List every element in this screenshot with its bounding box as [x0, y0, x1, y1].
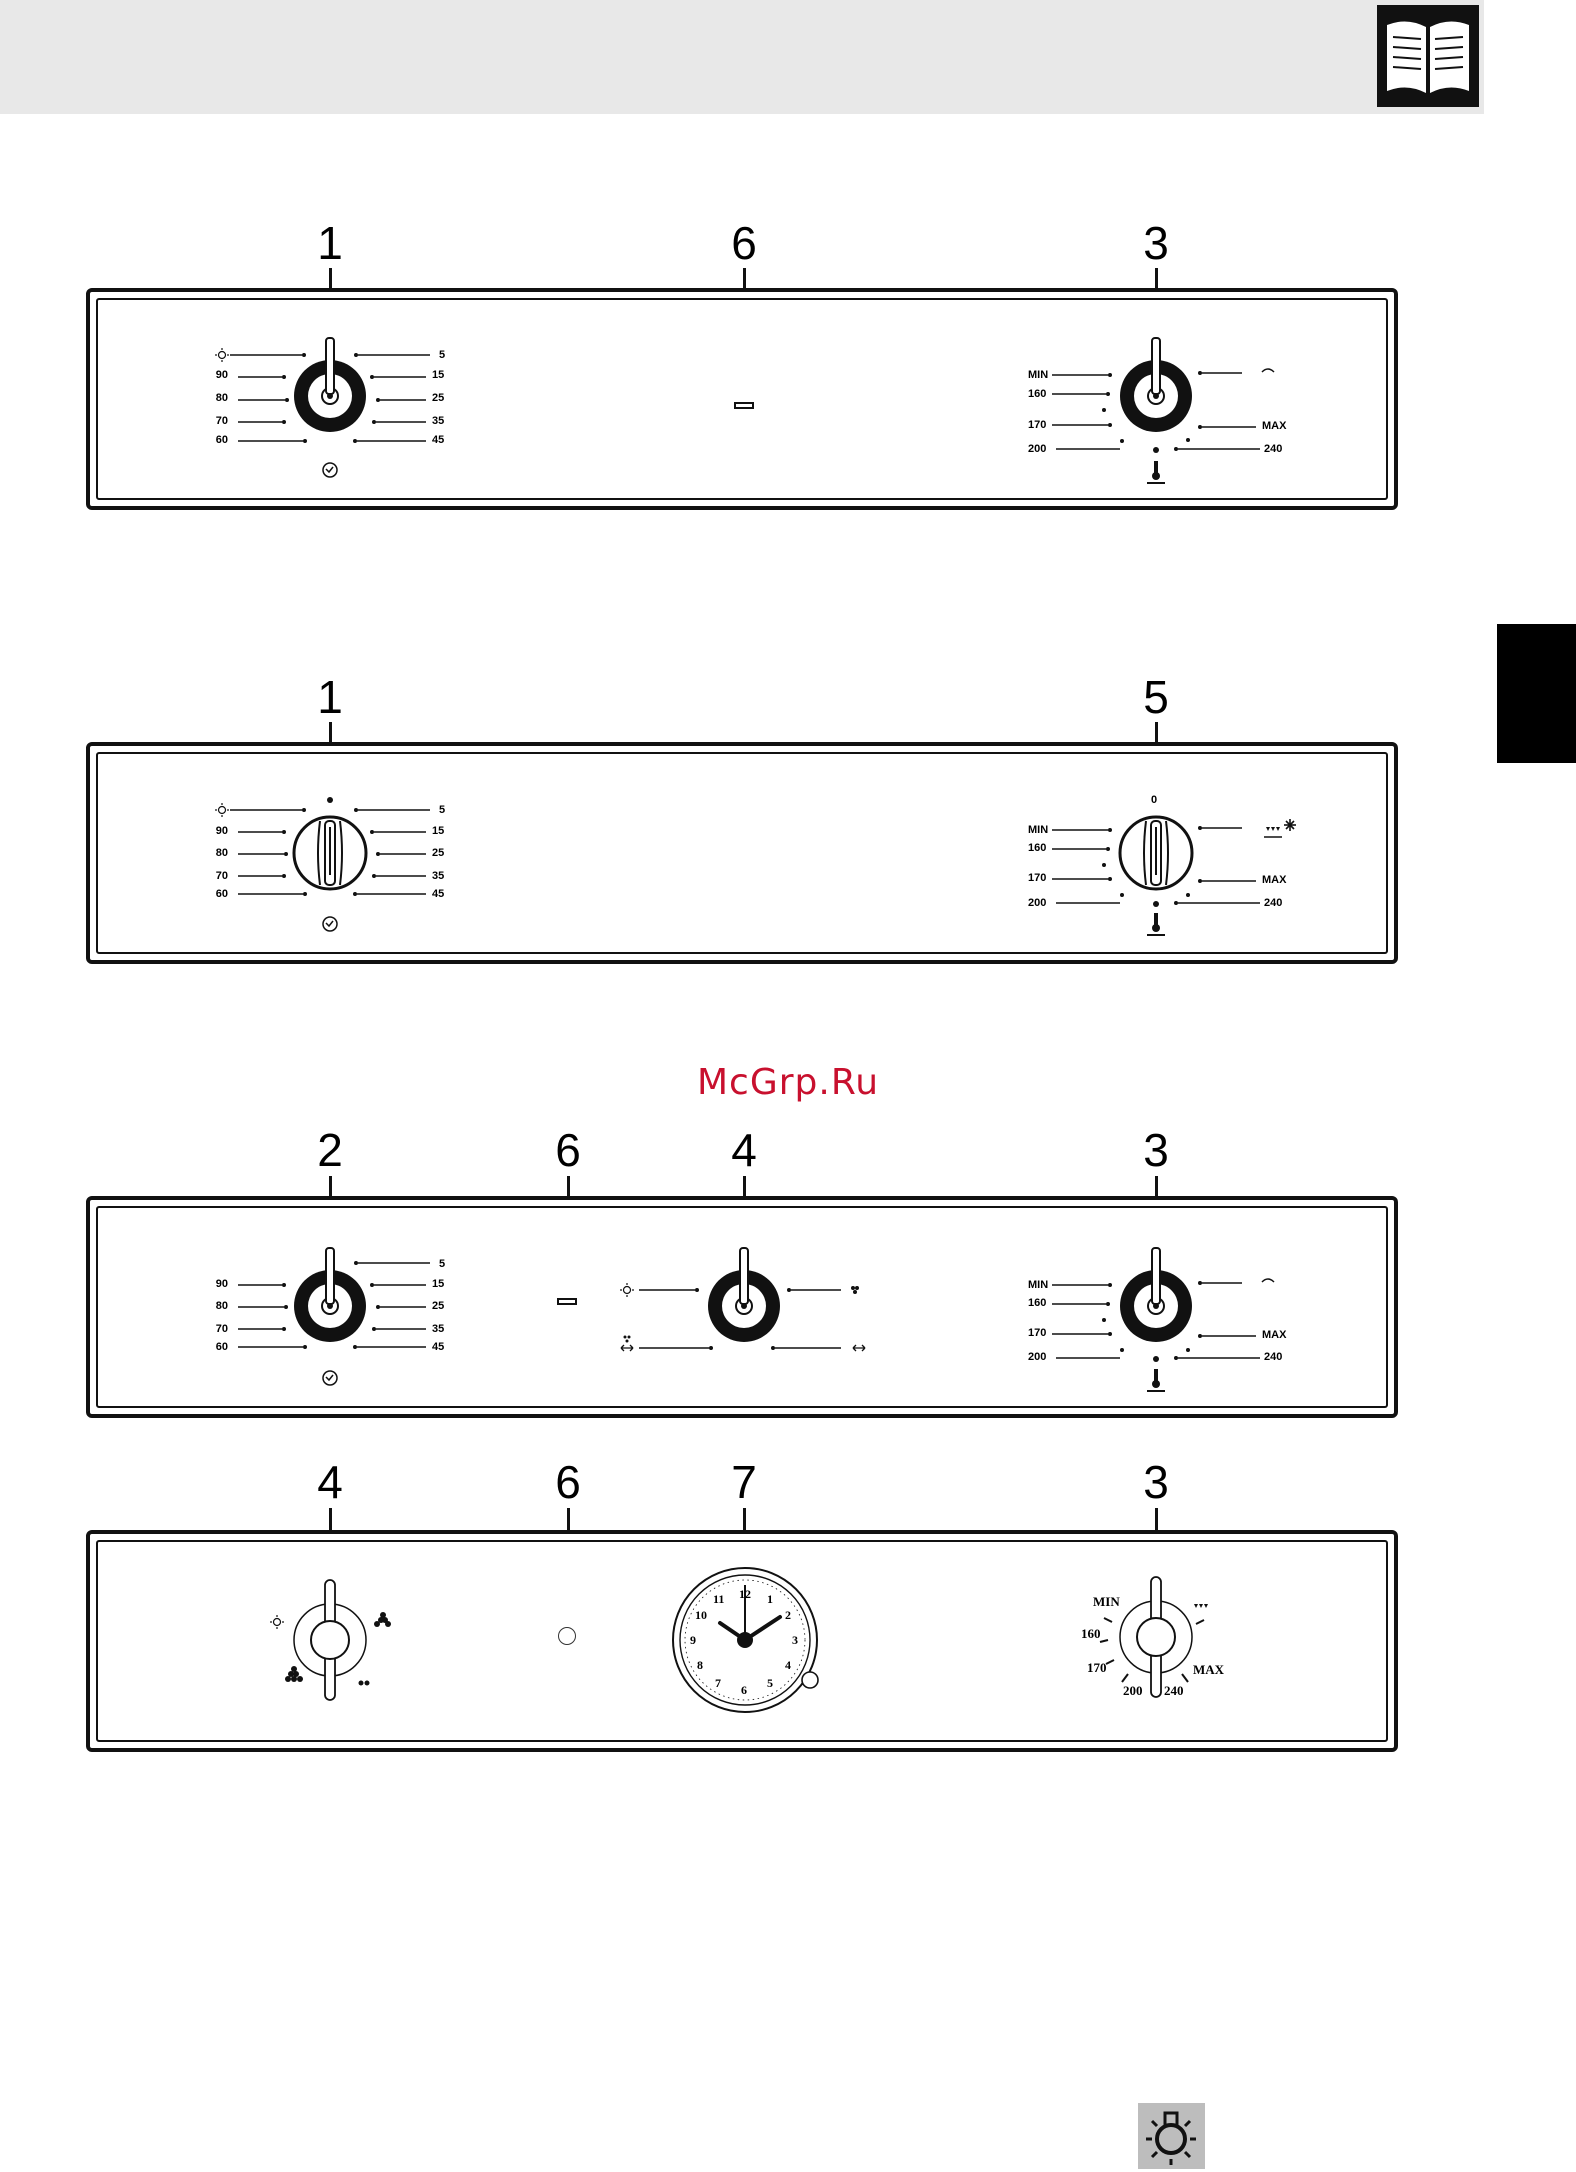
- thermostat-label: 240: [1264, 444, 1282, 455]
- timer-label: 5: [439, 350, 445, 361]
- watermark: McGrp.Ru: [0, 1062, 1576, 1103]
- timer-label: 5: [439, 805, 445, 816]
- thermostat-label: 170: [1028, 873, 1046, 884]
- thermostat-label: MAX: [1262, 421, 1286, 432]
- timer-label: 90: [200, 370, 228, 381]
- timer-label: 15: [432, 370, 444, 381]
- thermostat-label: MAX: [1262, 875, 1286, 886]
- indicator-light: [558, 1627, 576, 1645]
- thermostat-label: 170: [1028, 1328, 1046, 1339]
- off-label: 0: [1151, 795, 1157, 806]
- clock-numeral: 8: [697, 1659, 703, 1671]
- thermostat-label: MIN: [1028, 370, 1048, 381]
- timer-label: 45: [432, 1342, 444, 1353]
- timer-label: 35: [432, 1324, 444, 1335]
- clock-numeral: 1: [767, 1593, 773, 1605]
- thermostat-label: 200: [1028, 444, 1046, 455]
- lamp-icon: [1138, 2103, 1205, 2169]
- callout-6: 6: [714, 220, 774, 266]
- thermometer-icon: [1147, 912, 1165, 936]
- thermometer-icon: [1147, 1368, 1165, 1392]
- timer-label: 35: [432, 871, 444, 882]
- timer-label: 15: [432, 826, 444, 837]
- thermostat-label: 200: [1123, 1684, 1143, 1697]
- callout-3: 3: [1126, 220, 1186, 266]
- timer-label: 90: [200, 826, 228, 837]
- timer-ticks: [200, 345, 460, 445]
- side-tab: [1497, 624, 1576, 763]
- timer-ticks: [200, 1253, 460, 1353]
- callout-3: 3: [1126, 1127, 1186, 1173]
- thermostat-label: 160: [1028, 389, 1046, 400]
- callout-5: 5: [1126, 674, 1186, 720]
- function-icons: [260, 1600, 400, 1690]
- thermostat-label: MAX: [1193, 1663, 1224, 1676]
- thermostat-label: 240: [1264, 1352, 1282, 1363]
- clock-numeral: 4: [785, 1659, 791, 1671]
- thermostat-label: MIN: [1028, 825, 1048, 836]
- thermostat-label: 240: [1264, 898, 1282, 909]
- thermostat-label: 170: [1028, 420, 1046, 431]
- timer-label: 45: [432, 889, 444, 900]
- callout-1: 1: [300, 674, 360, 720]
- timer-label: 25: [432, 393, 444, 404]
- timer-label: 25: [432, 848, 444, 859]
- timer-label: 90: [200, 1279, 228, 1290]
- timer-label: 15: [432, 1279, 444, 1290]
- thermostat-label: 160: [1081, 1627, 1101, 1640]
- thermostat-label: 160: [1028, 843, 1046, 854]
- thermostat-label: MAX: [1262, 1330, 1286, 1341]
- timer-label: 60: [200, 889, 228, 900]
- callout-6: 6: [538, 1459, 598, 1505]
- callout-6: 6: [538, 1127, 598, 1173]
- thermostat-label: 170: [1087, 1661, 1107, 1674]
- clock-numeral: 7: [715, 1677, 721, 1689]
- callout-7: 7: [714, 1459, 774, 1505]
- timer-label: 70: [200, 416, 228, 427]
- callout-2: 2: [300, 1127, 360, 1173]
- callout-4: 4: [300, 1459, 360, 1505]
- indicator-light: [734, 402, 754, 409]
- clock-numeral: 10: [695, 1609, 707, 1621]
- book-icon: [1377, 5, 1479, 107]
- thermometer-icon: [1147, 460, 1165, 484]
- timer-label: 45: [432, 435, 444, 446]
- timer-label: 5: [439, 1259, 445, 1270]
- callout-4: 4: [714, 1127, 774, 1173]
- clock-numeral: 12: [739, 1588, 751, 1600]
- clock-numeral: 11: [713, 1593, 724, 1605]
- thermostat-label: MIN: [1028, 1280, 1048, 1291]
- clock-numeral: 5: [767, 1677, 773, 1689]
- timer-label: 60: [200, 435, 228, 446]
- timer-ticks: [200, 800, 460, 900]
- thermostat-label: 200: [1028, 1352, 1046, 1363]
- thermostat-label: 160: [1028, 1298, 1046, 1309]
- timer-icon: [321, 915, 339, 933]
- thermostat-label: MIN: [1093, 1595, 1120, 1608]
- timer-label: 25: [432, 1301, 444, 1312]
- timer-label: 35: [432, 416, 444, 427]
- timer-label: 80: [200, 848, 228, 859]
- callout-1: 1: [300, 220, 360, 266]
- clock-numeral: 2: [785, 1609, 791, 1621]
- timer-label: 70: [200, 1324, 228, 1335]
- callout-3: 3: [1126, 1459, 1186, 1505]
- timer-label: 80: [200, 1301, 228, 1312]
- clock-numeral: 9: [690, 1634, 696, 1646]
- clock-numeral: 6: [741, 1684, 747, 1696]
- timer-label: 60: [200, 1342, 228, 1353]
- timer-label: 70: [200, 871, 228, 882]
- indicator-light: [557, 1298, 577, 1305]
- function-ticks: [615, 1275, 875, 1355]
- timer-icon: [321, 1369, 339, 1387]
- timer-icon: [321, 461, 339, 479]
- header-bar: [0, 0, 1484, 114]
- thermostat-label: 200: [1028, 898, 1046, 909]
- thermostat-label: 240: [1164, 1684, 1184, 1697]
- clock-numeral: 3: [792, 1634, 798, 1646]
- timer-label: 80: [200, 393, 228, 404]
